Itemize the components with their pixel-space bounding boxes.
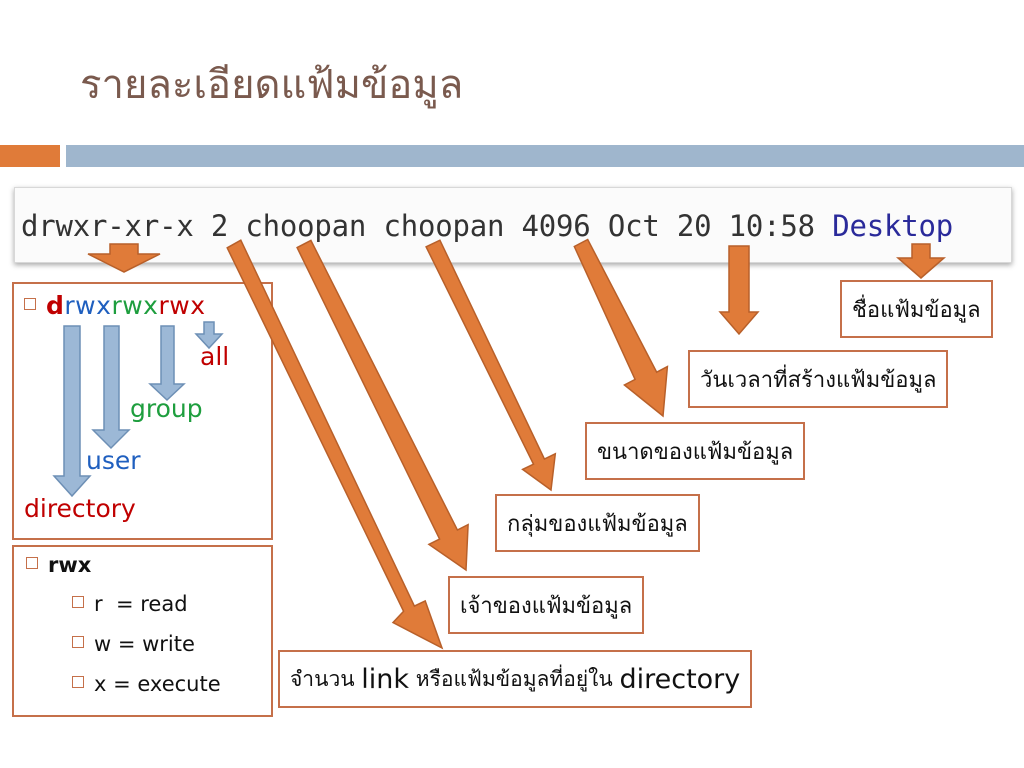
arrow-datetime [718, 245, 760, 336]
label-datetime: วันเวลาที่สร้างแฟ้มข้อมูล [688, 350, 949, 408]
bullet-square-icon [26, 557, 38, 569]
terminal-listing: drwxr-xr-x 2 choopan choopan 4096 Oct 20… [21, 209, 833, 243]
bullet-square-icon [24, 298, 36, 310]
label-links-word: link [361, 663, 410, 695]
permissions-box [12, 282, 273, 540]
label-links-mid: หรือแฟ้มข้อมูลที่อยู่ใน [415, 666, 613, 691]
arrow-owner [296, 239, 469, 572]
rwx-item-execute: x = execute [72, 672, 221, 696]
label-user: user [86, 446, 141, 475]
accent-bar-blue [66, 145, 1024, 167]
label-owner: เจ้าของแฟ้มข้อมูล [448, 576, 645, 634]
rwx-item-write: w = write [72, 632, 195, 656]
label-links: จำนวน link หรือแฟ้มข้อมูลที่อยู่ใน direc… [278, 650, 753, 708]
arrow-group-blue [148, 325, 186, 402]
arrow-group [425, 239, 557, 492]
rwx-title: rwx [26, 553, 91, 577]
perm-other: rwx [158, 291, 206, 320]
label-filename: ชื่อแฟ้มข้อมูล [840, 280, 993, 338]
perm-type: d [46, 291, 65, 320]
arrow-filename [895, 243, 947, 279]
label-links-prefix: จำนวน [290, 666, 355, 691]
terminal-output: drwxr-xr-x 2 choopan choopan 4096 Oct 20… [14, 187, 1012, 263]
terminal-line: drwxr-xr-x 2 choopan choopan 4096 Oct 20… [21, 209, 953, 243]
label-all: all [200, 342, 230, 371]
arrow-size [573, 238, 669, 418]
arrow-user-blue [91, 325, 131, 450]
bullet-square-icon [72, 676, 84, 688]
label-links-suffix: directory [619, 663, 741, 695]
label-size: ขนาดของแฟ้มข้อมูล [585, 422, 806, 480]
perm-group: rwx [111, 291, 159, 320]
permission-string: drwxrwxrwx [24, 291, 206, 320]
page-title: รายละเอียดแฟ้มข้อมูล [80, 62, 464, 108]
arrow-permissions [87, 243, 161, 273]
arrow-links [226, 239, 444, 650]
arrow-directory-blue [52, 325, 92, 498]
bullet-square-icon [72, 636, 84, 648]
perm-user: rwx [64, 291, 112, 320]
bullet-square-icon [72, 596, 84, 608]
arrow-other-blue [194, 321, 224, 350]
label-group-owner: กลุ่มของแฟ้มข้อมูล [495, 494, 700, 552]
terminal-filename: Desktop [832, 209, 954, 243]
accent-bar-orange [0, 145, 60, 167]
rwx-box [12, 545, 273, 717]
label-directory: directory [24, 494, 136, 523]
rwx-item-read: r = read [72, 592, 188, 616]
